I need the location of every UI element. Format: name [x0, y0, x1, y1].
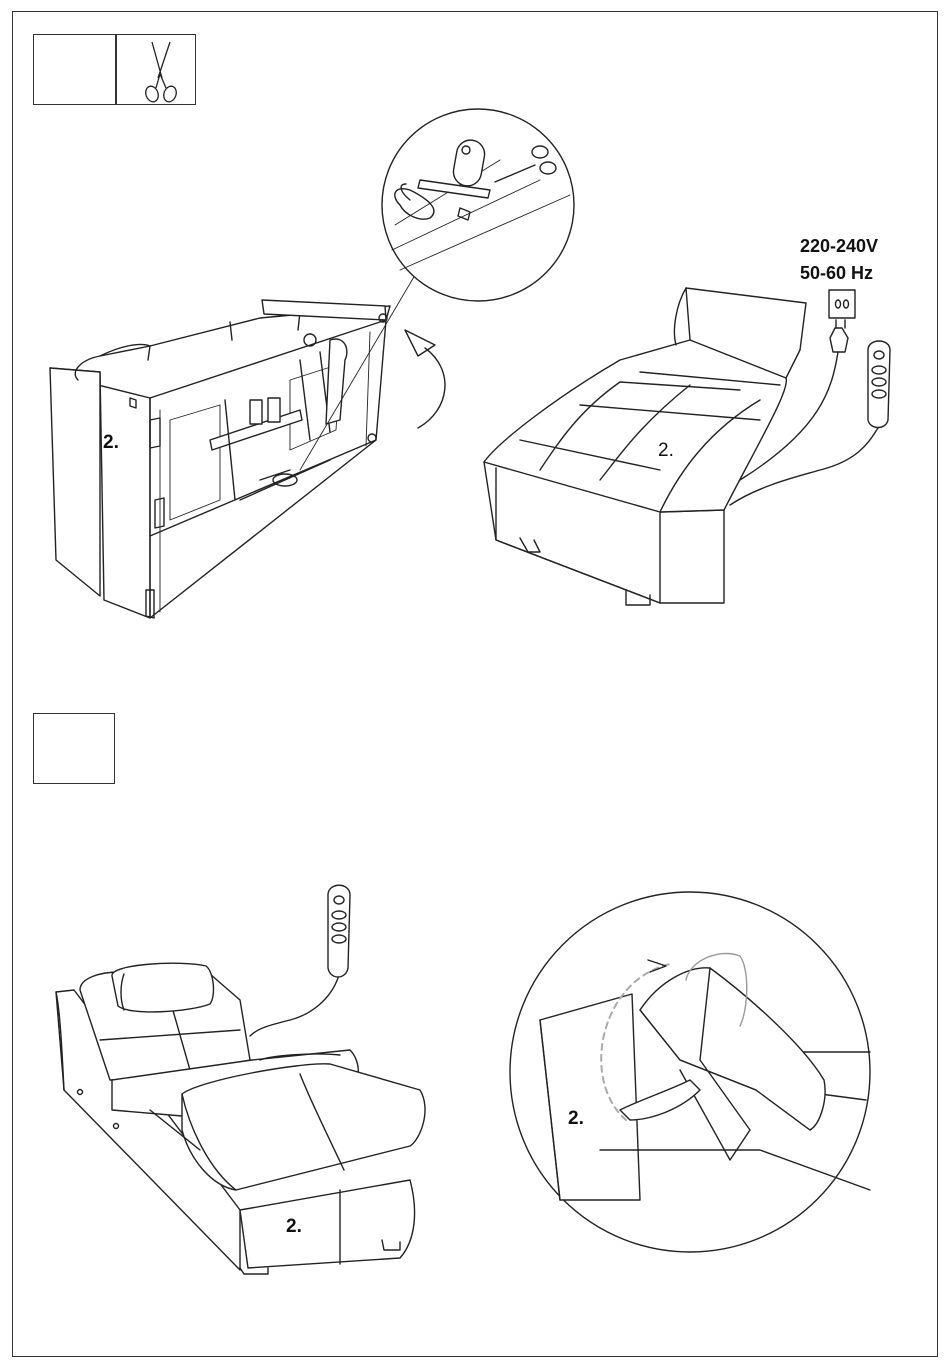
sofa-underside-illustration [50, 300, 390, 618]
chaise-lounge-illustration [484, 288, 806, 605]
frequency-label: 50-60 Hz [800, 260, 873, 287]
remote-control-icon [250, 885, 350, 1036]
headrest-detail-magnifier [510, 892, 870, 1252]
base-section-label: 2. [286, 1216, 302, 1238]
sofa-section-label: 2. [658, 440, 674, 462]
reclined-chaise-illustration [56, 963, 425, 1274]
detail-section-label: 2. [568, 1108, 584, 1130]
voltage-label: 220-240V [800, 233, 878, 260]
cable-detail-magnifier [382, 109, 574, 301]
rotate-arrow-icon [405, 330, 445, 428]
back-panel-label: 2. [103, 432, 119, 454]
